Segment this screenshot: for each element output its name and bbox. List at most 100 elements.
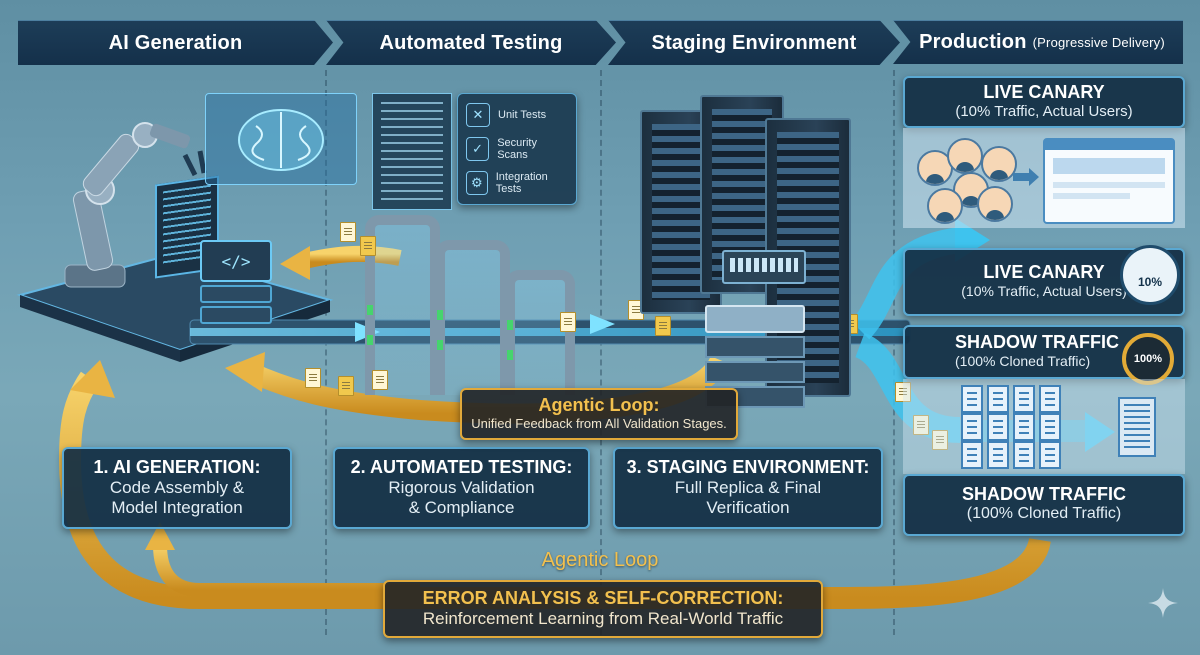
server-icon (1013, 413, 1035, 441)
stage-header-label: Staging Environment (651, 31, 857, 54)
column-divider (600, 70, 602, 635)
shadow-text: (100% Cloned Traffic) (955, 353, 1091, 369)
error-analysis-label: ERROR ANALYSIS & SELF-CORRECTION: Reinfo… (383, 580, 823, 638)
stage-header-automated-testing: Automated Testing (326, 20, 616, 65)
stage-box-ai-generation: 1. AI GENERATION: Code Assembly & Model … (62, 447, 292, 529)
stage-header-ai-generation: AI Generation (18, 20, 333, 65)
stage-header-production: Production (Progressive Delivery) (893, 20, 1183, 64)
test-item-label: Security Scans (497, 137, 537, 161)
document-icon (338, 376, 354, 396)
server-icon (961, 385, 983, 413)
error-analysis-text: Reinforcement Learning from Real-World T… (422, 609, 784, 628)
error-analysis-title: ERROR ANALYSIS & SELF-CORRECTION: (422, 588, 784, 608)
server-icon (987, 441, 1009, 469)
document-icon (655, 316, 671, 336)
stage-header-sublabel: (Progressive Delivery) (1032, 35, 1165, 50)
canary-users-area (903, 128, 1185, 228)
sparkle-icon (1148, 588, 1178, 618)
validation-gate (505, 270, 575, 395)
inner-agentic-loop-label: Agentic Loop: Unified Feedback from All … (460, 388, 738, 440)
outer-loop-inner-arrow (153, 544, 420, 597)
browser-window-icon (1043, 138, 1175, 224)
column-divider (325, 70, 327, 635)
user-avatar-icon (927, 188, 963, 224)
document-icon (895, 382, 911, 402)
shadow-text: (100% Cloned Traffic) (966, 505, 1122, 522)
code-snippet-panel (372, 93, 452, 210)
staging-server-stack (705, 305, 805, 408)
shield-check-icon: ✓ (466, 137, 490, 161)
wrench-icon: ✕ (466, 103, 490, 127)
stage-box-line: Model Integration (111, 498, 243, 517)
stage-box-staging-environment: 3. STAGING ENVIRONMENT: Full Replica & F… (613, 447, 883, 529)
stage-header-label: AI Generation (108, 31, 243, 54)
stage-box-automated-testing: 2. AUTOMATED TESTING: Rigorous Validatio… (333, 447, 590, 529)
stage-header-label: Production (919, 31, 1027, 53)
stage-box-line: Verification (706, 498, 790, 517)
robot-arm-icon (64, 122, 207, 288)
user-avatar-icon (977, 186, 1013, 222)
outer-agentic-loop-label: Agentic Loop (541, 549, 659, 571)
canary-text: (10% Traffic, Actual Users) (961, 283, 1127, 299)
test-item-label: Integration Tests (495, 171, 548, 195)
test-item-integration: ⚙ Integration Tests (466, 166, 568, 200)
shadow-title: SHADOW TRAFFIC (955, 332, 1119, 352)
shadow-title: SHADOW TRAFFIC (962, 484, 1126, 504)
server-icon (987, 385, 1009, 413)
column-divider (893, 70, 895, 635)
document-icon (913, 415, 929, 435)
network-switch-icon (722, 250, 806, 284)
code-symbol: </> (200, 240, 272, 282)
canary-text: (10% Traffic, Actual Users) (955, 103, 1133, 120)
stage-box-title: 1. AI GENERATION: (93, 457, 261, 477)
canary-flow-arrow (850, 227, 962, 340)
flow-arrow-icon (590, 314, 615, 334)
gauge-icon: 10% (1120, 245, 1180, 305)
document-icon (360, 236, 376, 256)
live-canary-header-panel: LIVE CANARY (10% Traffic, Actual Users) (903, 76, 1185, 128)
document-icon (340, 222, 356, 242)
stage-box-title: 3. STAGING ENVIRONMENT: (626, 457, 870, 477)
user-avatar-icon (981, 146, 1017, 182)
code-stack: </> (200, 240, 272, 324)
inner-loop-title: Agentic Loop: (538, 395, 660, 415)
server-icon (1039, 413, 1061, 441)
stage-box-line: Code Assembly & (109, 478, 245, 497)
document-icon (932, 430, 948, 450)
cloned-traffic-area (903, 379, 1185, 474)
user-avatar-icon (947, 138, 983, 174)
gear-icon: ⚙ (466, 171, 488, 195)
document-icon (560, 312, 576, 332)
server-icon (987, 413, 1009, 441)
document-icon (372, 370, 388, 390)
server-icon (1039, 441, 1061, 469)
gauge-icon: 100% (1122, 333, 1174, 385)
user-avatar-icon (917, 150, 953, 186)
arrow-right-icon (1013, 168, 1039, 186)
canary-title: LIVE CANARY (983, 82, 1105, 102)
brain-icon (238, 109, 324, 171)
canary-title: LIVE CANARY (983, 262, 1105, 282)
server-icon (1013, 385, 1035, 413)
outer-loop-arrow (58, 371, 1051, 610)
gauge-value: 100% (1133, 353, 1163, 365)
test-item-label: Unit Tests (498, 109, 547, 121)
stage-box-line: & Compliance (408, 498, 515, 517)
server-icon (1013, 441, 1035, 469)
stage-box-line: Full Replica & Final (674, 478, 822, 497)
document-icon (305, 368, 321, 388)
stage-header-label: Automated Testing (379, 31, 563, 54)
validation-gate (365, 215, 440, 395)
stage-box-title: 2. AUTOMATED TESTING: (350, 457, 573, 477)
stage-box-line: Rigorous Validation (388, 478, 535, 497)
gauge-value: 10% (1137, 275, 1163, 289)
test-item-unit: ✕ Unit Tests (466, 98, 568, 132)
test-list-panel: ✕ Unit Tests ✓ Security Scans ⚙ Integrat… (457, 93, 577, 205)
inner-loop-text: Unified Feedback from All Validation Sta… (471, 416, 727, 431)
stage-header-staging-environment: Staging Environment (608, 20, 900, 65)
validation-gate (435, 240, 510, 395)
shadow-traffic-footer-panel: SHADOW TRAFFIC (100% Cloned Traffic) (903, 474, 1185, 536)
server-icon (1118, 397, 1156, 457)
server-icon (1039, 385, 1061, 413)
server-icon (961, 441, 983, 469)
